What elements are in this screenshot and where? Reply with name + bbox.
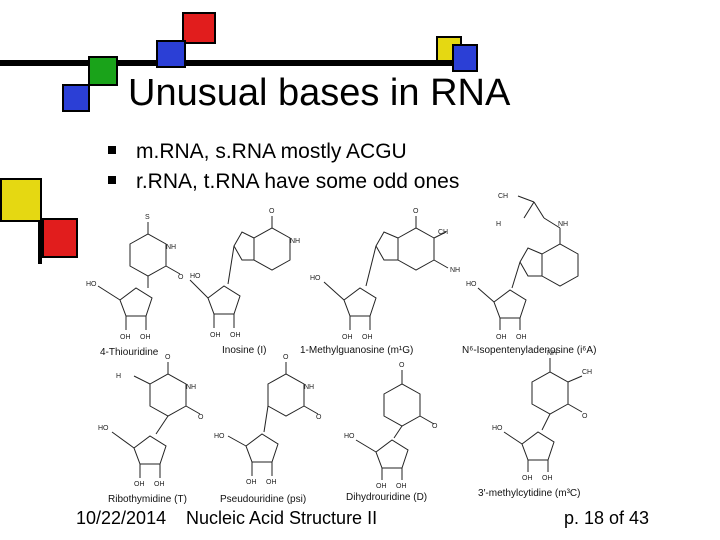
- svg-text:S: S: [145, 214, 150, 221]
- svg-text:CH: CH: [582, 369, 592, 376]
- svg-text:NH: NH: [558, 221, 568, 228]
- left-rule: [38, 180, 42, 264]
- svg-text:NH: NH: [304, 384, 314, 391]
- isopentenyladenosine-structure: [477, 195, 579, 330]
- svg-text:NH: NH: [290, 238, 300, 245]
- svg-text:NH: NH: [166, 244, 176, 251]
- svg-text:NH: NH: [547, 350, 557, 357]
- label-isopentenyladenosine: N⁶-Isopentenyladenosine (i⁶A): [462, 345, 596, 356]
- svg-text:O: O: [316, 414, 322, 421]
- svg-text:O: O: [283, 354, 289, 361]
- svg-text:OH: OH: [120, 334, 131, 341]
- label-pseudouridine: Pseudouridine (psi): [220, 494, 306, 504]
- bullet-square-icon: [108, 146, 116, 155]
- svg-text:HO: HO: [190, 273, 201, 280]
- label-methylguanosine: 1-Methylguanosine (m¹G): [300, 345, 413, 356]
- bullet-item: r.RNA, t.RNA have some odd ones: [108, 170, 459, 194]
- inosine-structure: [189, 216, 291, 328]
- yellow-square-left: [0, 178, 42, 222]
- svg-text:OH: OH: [516, 334, 527, 341]
- methylguanosine-structure: [323, 216, 449, 330]
- svg-text:H: H: [496, 221, 501, 228]
- svg-text:HO: HO: [310, 275, 321, 282]
- top-rule: [0, 60, 470, 66]
- svg-text:OH: OH: [342, 334, 353, 341]
- blue-square-right: [452, 44, 478, 72]
- svg-text:CH: CH: [438, 229, 448, 236]
- svg-text:O: O: [269, 208, 275, 215]
- svg-text:HO: HO: [344, 433, 355, 440]
- svg-text:OH: OH: [230, 332, 241, 339]
- svg-text:OH: OH: [246, 479, 257, 486]
- svg-text:HO: HO: [466, 281, 477, 288]
- label-thiouridine: 4-Thiouridine: [100, 347, 159, 358]
- svg-text:OH: OH: [542, 475, 553, 482]
- svg-text:OH: OH: [396, 483, 407, 490]
- footer-page-number: p. 18 of 43: [564, 508, 650, 528]
- svg-text:OH: OH: [266, 479, 277, 486]
- svg-text:O: O: [178, 274, 184, 281]
- bullet-square-icon: [108, 176, 116, 185]
- svg-text:OH: OH: [210, 332, 221, 339]
- svg-text:O: O: [399, 362, 405, 369]
- footer-course: Nucleic Acid Structure II: [186, 508, 378, 528]
- pseudouridine-structure: [227, 362, 319, 476]
- blue-square-top: [156, 40, 186, 68]
- svg-text:NH: NH: [450, 267, 460, 274]
- svg-text:O: O: [413, 208, 419, 215]
- blue-square-left: [62, 84, 90, 112]
- slide-title: Unusual bases in RNA: [128, 72, 511, 114]
- bullet-text: m.RNA, s.RNA mostly ACGU: [136, 140, 407, 163]
- svg-text:O: O: [432, 423, 438, 430]
- svg-text:OH: OH: [376, 483, 387, 490]
- svg-text:OH: OH: [522, 475, 533, 482]
- red-square-left: [42, 218, 78, 258]
- svg-text:OH: OH: [134, 481, 145, 488]
- green-square: [88, 56, 118, 86]
- svg-text:OH: OH: [154, 481, 165, 488]
- dihydrouridine-structure: [355, 370, 435, 480]
- label-dihydrouridine: Dihydrouridine (D): [346, 492, 427, 503]
- svg-text:HO: HO: [98, 425, 109, 432]
- label-methylcytidine: 3′-methylcytidine (m³C): [478, 488, 580, 499]
- svg-text:HO: HO: [214, 433, 225, 440]
- svg-text:HO: HO: [492, 425, 503, 432]
- footer-date: 10/22/2014: [76, 508, 167, 528]
- svg-text:O: O: [165, 354, 171, 361]
- bullet-text: r.RNA, t.RNA have some odd ones: [136, 170, 460, 193]
- svg-text:OH: OH: [496, 334, 507, 341]
- label-inosine: Inosine (I): [222, 345, 266, 356]
- svg-text:NH: NH: [186, 384, 196, 391]
- svg-text:O: O: [582, 413, 588, 420]
- methylcytidine-structure: [503, 358, 583, 472]
- svg-text:OH: OH: [362, 334, 373, 341]
- svg-text:H: H: [116, 373, 121, 380]
- svg-text:OH: OH: [140, 334, 151, 341]
- bullet-item: m.RNA, s.RNA mostly ACGU: [108, 140, 407, 164]
- thiouridine-structure: [97, 222, 181, 330]
- svg-text:O: O: [198, 414, 204, 421]
- red-square-top: [182, 12, 216, 44]
- svg-text:CH: CH: [498, 193, 508, 200]
- svg-text:HO: HO: [86, 281, 97, 288]
- label-ribothymidine: Ribothymidine (T): [108, 494, 187, 504]
- ribothymidine-structure: [111, 362, 201, 478]
